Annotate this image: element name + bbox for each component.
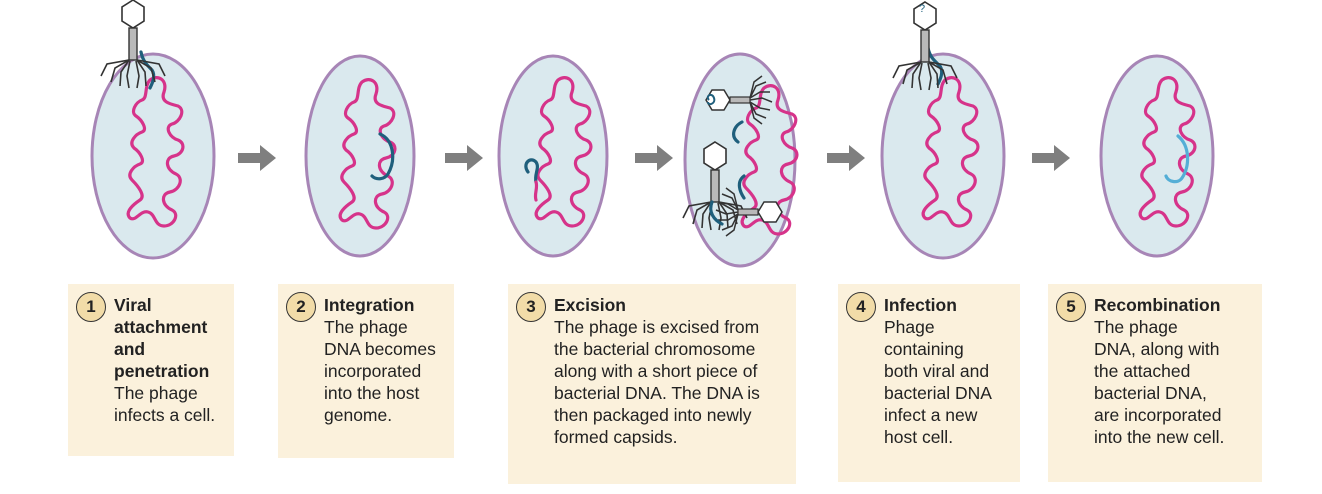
step-description: Phage containing both viral and bacteria… <box>884 316 1010 448</box>
viral-dna-icon <box>737 174 746 200</box>
title-line: Infection <box>884 295 957 315</box>
desc-line: bacterial DNA. The DNA is <box>554 383 760 403</box>
desc-line: incorporated <box>324 361 422 381</box>
desc-line: genome. <box>324 405 393 425</box>
step-2-box: 2 Integration The phage DNA becomes inco… <box>278 284 454 458</box>
desc-line: are incorporated <box>1094 405 1222 425</box>
process-arrow-icon <box>827 145 865 171</box>
step-title: Infection <box>884 294 1010 316</box>
step-title: Excision <box>554 294 786 316</box>
viral-dna-icon <box>709 200 724 226</box>
desc-line: DNA becomes <box>324 339 436 359</box>
process-arrows <box>238 145 1070 171</box>
title-line: and <box>114 339 146 359</box>
viral-dna-icon <box>926 46 944 86</box>
step-description: The phage is excised from the bacterial … <box>554 316 786 448</box>
step-4-box: 4 Infection Phage containing both viral … <box>838 284 1020 482</box>
viral-dna-icon <box>370 132 395 181</box>
capsid-dna-icon <box>706 93 716 106</box>
bacterial-dna-fragment <box>533 180 539 202</box>
step-number-badge: 1 <box>76 292 106 322</box>
desc-line: into the host <box>324 383 420 403</box>
step-number-badge: 5 <box>1056 292 1086 322</box>
process-arrow-icon <box>1032 145 1070 171</box>
inserted-dna-icon <box>1164 134 1190 184</box>
stage-5-cell: ? <box>880 1 1006 260</box>
desc-line: the bacterial chromosome <box>554 339 756 359</box>
step-number-badge: 2 <box>286 292 316 322</box>
desc-line: bacterial DNA <box>884 383 992 403</box>
desc-line: host cell. <box>884 427 954 447</box>
desc-line: The phage <box>324 317 408 337</box>
stage-1-cell <box>90 0 216 260</box>
process-arrow-icon <box>445 145 483 171</box>
step-5-box: 5 Recombination The phage DNA, along wit… <box>1048 284 1262 482</box>
desc-line: the attached <box>1094 361 1191 381</box>
title-line: attachment <box>114 317 208 337</box>
desc-line: The phage <box>1094 317 1178 337</box>
desc-line: The phage is excised from <box>554 317 760 337</box>
title-line: Integration <box>324 295 415 315</box>
step-description: The phage infects a cell. <box>114 382 224 426</box>
step-number-badge: 4 <box>846 292 876 322</box>
title-line: penetration <box>114 361 210 381</box>
stage-4-cell <box>682 52 799 268</box>
desc-line: DNA, along with <box>1094 339 1220 359</box>
process-arrow-icon <box>238 145 276 171</box>
desc-line: bacterial DNA, <box>1094 383 1207 403</box>
stage-6-cell <box>1099 54 1215 258</box>
title-line: Excision <box>554 295 626 315</box>
desc-line: then packaged into newly <box>554 405 752 425</box>
capsid-dna-mark: ? <box>919 3 925 15</box>
title-line: Recombination <box>1094 295 1221 315</box>
step-title: Integration <box>324 294 444 316</box>
bacterial-cell-icon <box>1099 54 1215 258</box>
step-1-box: 1 Viral attachment and penetration The p… <box>68 284 234 456</box>
step-3-box: 3 Excision The phage is excised from the… <box>508 284 796 484</box>
desc-line: The phage <box>114 383 198 403</box>
step-title: Recombination <box>1094 294 1252 316</box>
desc-line: both viral and <box>884 361 990 381</box>
desc-line: formed capsids. <box>554 427 678 447</box>
stage-3-cell <box>497 54 609 258</box>
process-arrow-icon <box>635 145 673 171</box>
desc-line: containing <box>884 339 964 359</box>
bacterial-cell-icon <box>90 52 216 260</box>
step-description: The phage DNA becomes incorporated into … <box>324 316 444 426</box>
stage-2-cell <box>304 54 416 258</box>
desc-line: infect a new <box>884 405 978 425</box>
step-number-badge: 3 <box>516 292 546 322</box>
viral-dna-icon <box>732 120 744 144</box>
viral-dna-icon <box>524 158 540 184</box>
step-description: The phage DNA, along with the attached b… <box>1094 316 1252 448</box>
desc-line: into the new cell. <box>1094 427 1225 447</box>
desc-line: Phage <box>884 317 935 337</box>
desc-line: along with a short piece of <box>554 361 758 381</box>
desc-line: infects a cell. <box>114 405 216 425</box>
step-title: Viral attachment and penetration <box>114 294 224 382</box>
bacterial-cell-icon <box>497 54 609 258</box>
title-line: Viral <box>114 295 152 315</box>
